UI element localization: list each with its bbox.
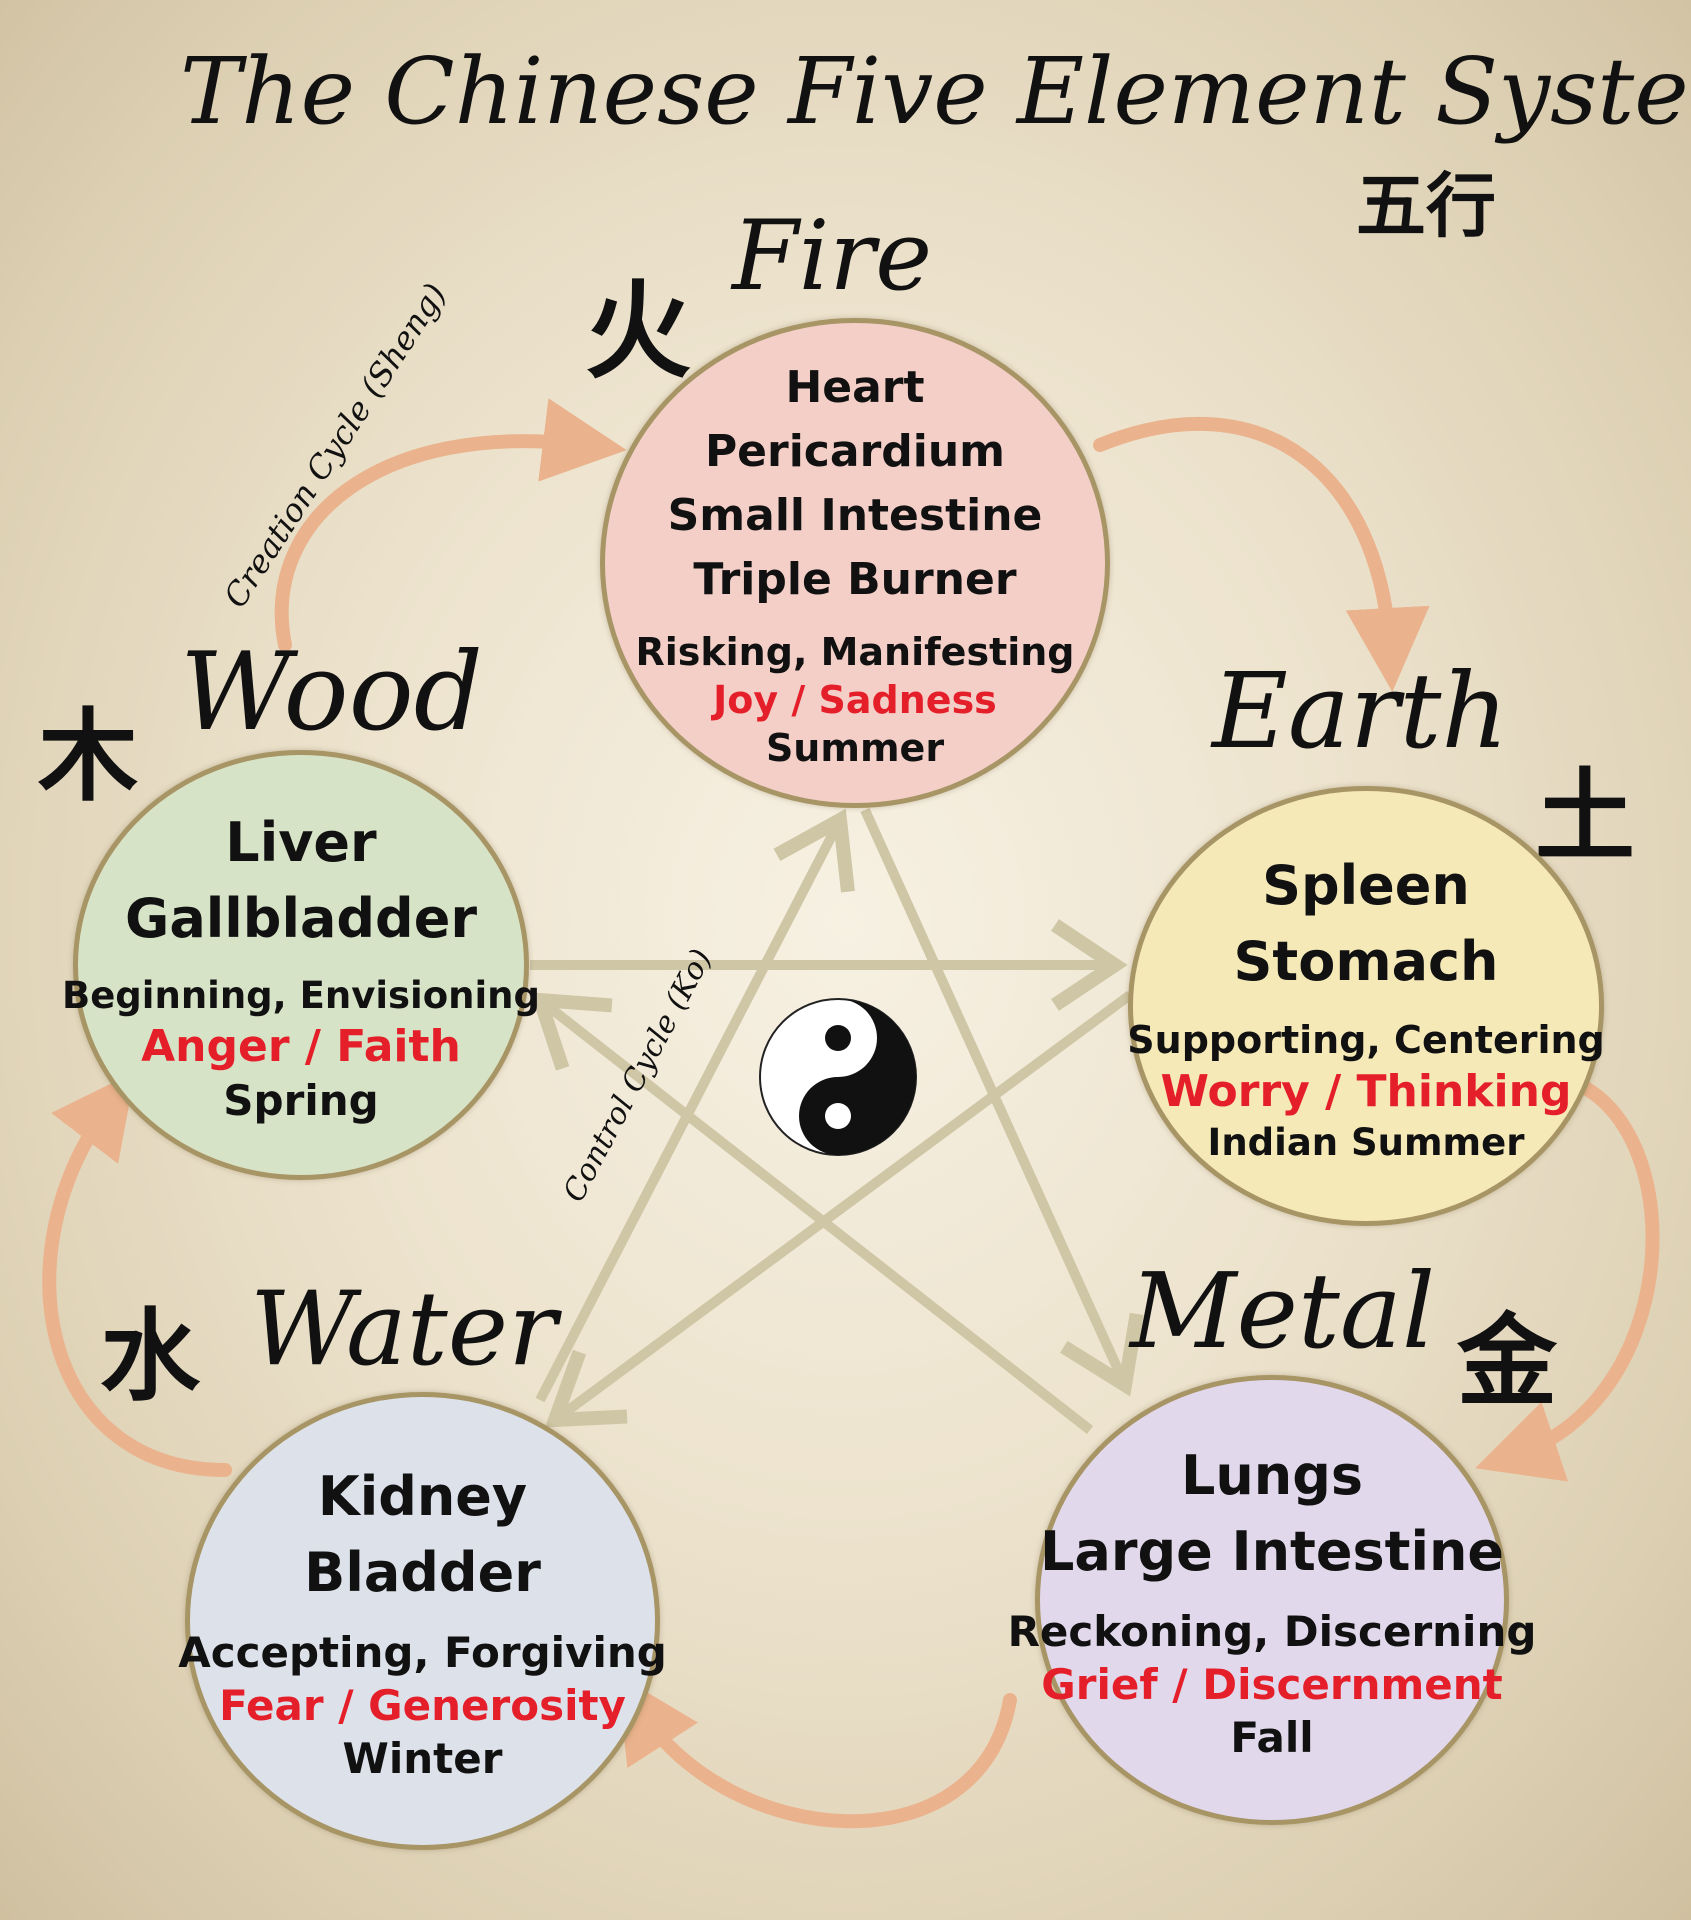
fire-season: Summer [765,725,945,770]
fire-emotion: Joy / Sadness [713,677,997,722]
water-emotion: Fear / Generosity [219,1681,626,1731]
control-arrow-fire-metal [860,807,1144,1397]
fire-organ: Pericardium [704,426,1006,478]
water-organ: Kidney [317,1464,528,1528]
metal-circle: Lungs Large Intestine Reckoning, Discern… [1008,1375,1536,1825]
fire-element-name: Fire [732,200,933,312]
wood-character: 木 [38,697,138,815]
control-arrow-water-fire [535,808,855,1403]
earth-organ: Spleen [1262,854,1470,918]
earth-character: 土 [1535,757,1635,875]
earth-emotion: Worry / Thinking [1160,1065,1572,1117]
metal-element-name: Metal [1130,1250,1436,1372]
fire-organ: Heart [785,362,925,414]
page-title: The Chinese Five Element System [180,38,1691,145]
metal-character: 金 [1457,1302,1557,1420]
metal-season: Fall [1230,1713,1314,1763]
wood-season: Spring [223,1076,379,1126]
creation-arrow-fire-earth [1093,416,1430,692]
wood-organ: Liver [225,810,377,874]
earth-circle: Spleen Stomach Supporting, Centering Wor… [1127,786,1605,1226]
metal-emotion: Grief / Discernment [1041,1660,1503,1710]
water-character: 水 [100,1297,200,1415]
wood-organ: Gallbladder [125,886,477,950]
metal-organ: Large Intestine [1039,1519,1505,1583]
creation-arrow-water-wood [42,1071,232,1477]
earth-season: Indian Summer [1207,1120,1525,1164]
earth-organ: Stomach [1233,930,1499,993]
fire-organs: Heart Pericardium Small Intestine Triple… [668,356,1043,611]
water-circle: Kidney Bladder Accepting, Forgiving Fear… [178,1392,667,1850]
fire-quality: Risking, Manifesting [635,629,1075,674]
water-organs: Kidney Bladder [304,1459,541,1610]
wood-organs: Liver Gallbladder [125,805,477,956]
wood-quality: Beginning, Envisioning [62,974,540,1018]
creation-arrow-earth-metal [1475,1078,1660,1482]
fire-circle: Heart Pericardium Small Intestine Triple… [600,318,1110,808]
fire-character: 火 [585,268,691,393]
page-subtitle: 五行 [1356,164,1496,247]
fire-organ: Triple Burner [693,553,1017,605]
creation-arrow-metal-water [617,1674,1017,1829]
water-season: Winter [342,1734,503,1784]
yin-yang-icon [759,998,917,1156]
water-quality: Accepting, Forgiving [178,1628,667,1678]
wood-circle: Liver Gallbladder Beginning, Envisioning… [62,750,540,1180]
water-element-name: Water [250,1270,557,1389]
earth-element-name: Earth [1212,650,1509,772]
fire-organ: Small Intestine [667,490,1043,541]
earth-quality: Supporting, Centering [1127,1017,1605,1062]
metal-organs: Lungs Large Intestine [1040,1438,1504,1589]
control-arrow-metal-wood [530,992,1094,1434]
metal-organ: Lungs [1180,1443,1364,1507]
water-organ: Bladder [304,1540,541,1604]
control-arrow-earth-water [544,990,1133,1428]
wood-element-name: Wood [180,630,483,755]
creation-arrow-wood-fire [274,398,627,652]
metal-quality: Reckoning, Discerning [1007,1607,1537,1657]
wood-emotion: Anger / Faith [141,1021,461,1073]
earth-organs: Spleen Stomach [1234,848,1499,999]
